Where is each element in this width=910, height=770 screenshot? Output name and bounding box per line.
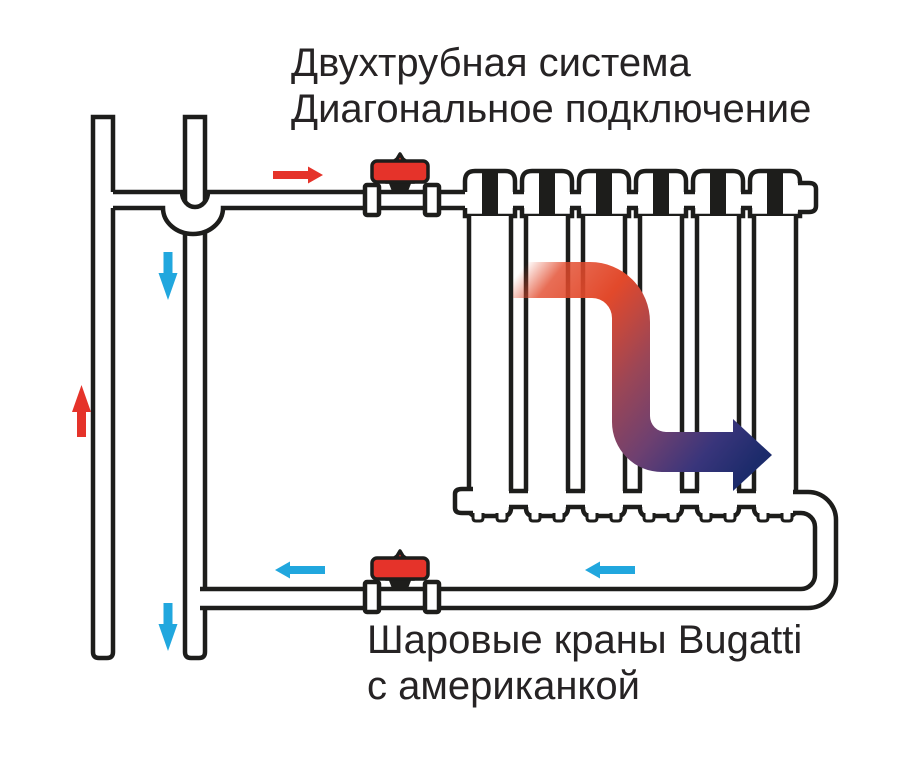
union-fitting bbox=[362, 182, 382, 218]
radiator-header-stripe bbox=[482, 172, 498, 215]
title-line-2: Диагональное подключение bbox=[291, 87, 812, 131]
union-fitting bbox=[362, 579, 382, 615]
valve-handle-icon bbox=[370, 556, 430, 581]
radiator-section-body bbox=[751, 216, 799, 519]
pipe-elbow bbox=[200, 489, 839, 611]
supply-branch-pipe bbox=[108, 189, 473, 237]
radiator-section-body bbox=[466, 216, 514, 519]
radiator-section-body bbox=[523, 216, 571, 519]
union-fitting bbox=[422, 579, 442, 615]
diagram-caption: Шаровые краны Bugatti с американкой bbox=[367, 617, 802, 709]
radiator-top-nipples bbox=[511, 189, 754, 211]
radiator-header-stripe bbox=[596, 172, 612, 215]
return-down-arrow-icon bbox=[158, 603, 178, 651]
caption-line-2: с американкой bbox=[367, 664, 640, 708]
radiator-feet bbox=[471, 513, 794, 523]
return-branch-pipe bbox=[200, 489, 839, 611]
valve-body bbox=[388, 578, 412, 591]
radiator-flow-gradient-arrow-icon bbox=[513, 262, 772, 491]
supply-riser-pipe bbox=[90, 114, 116, 661]
supply-right-arrow-icon bbox=[273, 166, 323, 184]
return-left-arrow-icon bbox=[275, 561, 325, 579]
radiator-bottom-nipples bbox=[507, 488, 758, 510]
radiator-header-stripe bbox=[539, 172, 555, 215]
radiator-header-stripe bbox=[710, 172, 726, 215]
radiator-plug-top-right bbox=[794, 180, 819, 215]
title-line-1: Двухтрубная система bbox=[291, 41, 691, 85]
radiator-header-stripe bbox=[767, 172, 783, 215]
ball-valve-bottom bbox=[362, 549, 442, 615]
valve-handle-icon bbox=[370, 159, 430, 184]
return-riser-pipe bbox=[182, 114, 208, 661]
diagram-title: Двухтрубная система Диагональное подключ… bbox=[291, 40, 811, 132]
ball-valve-top bbox=[362, 152, 442, 218]
caption-line-1: Шаровые краны Bugatti bbox=[367, 618, 803, 662]
return-left-arrow-icon bbox=[585, 561, 635, 579]
valve-body bbox=[388, 181, 412, 194]
return-down-arrow-icon bbox=[158, 252, 178, 300]
pipe-bridge-crossover bbox=[113, 189, 465, 237]
supply-up-arrow-icon bbox=[72, 385, 91, 437]
radiator-plug-bottom-left bbox=[452, 486, 475, 516]
radiator-header-stripe bbox=[653, 172, 669, 215]
union-fitting bbox=[422, 182, 442, 218]
